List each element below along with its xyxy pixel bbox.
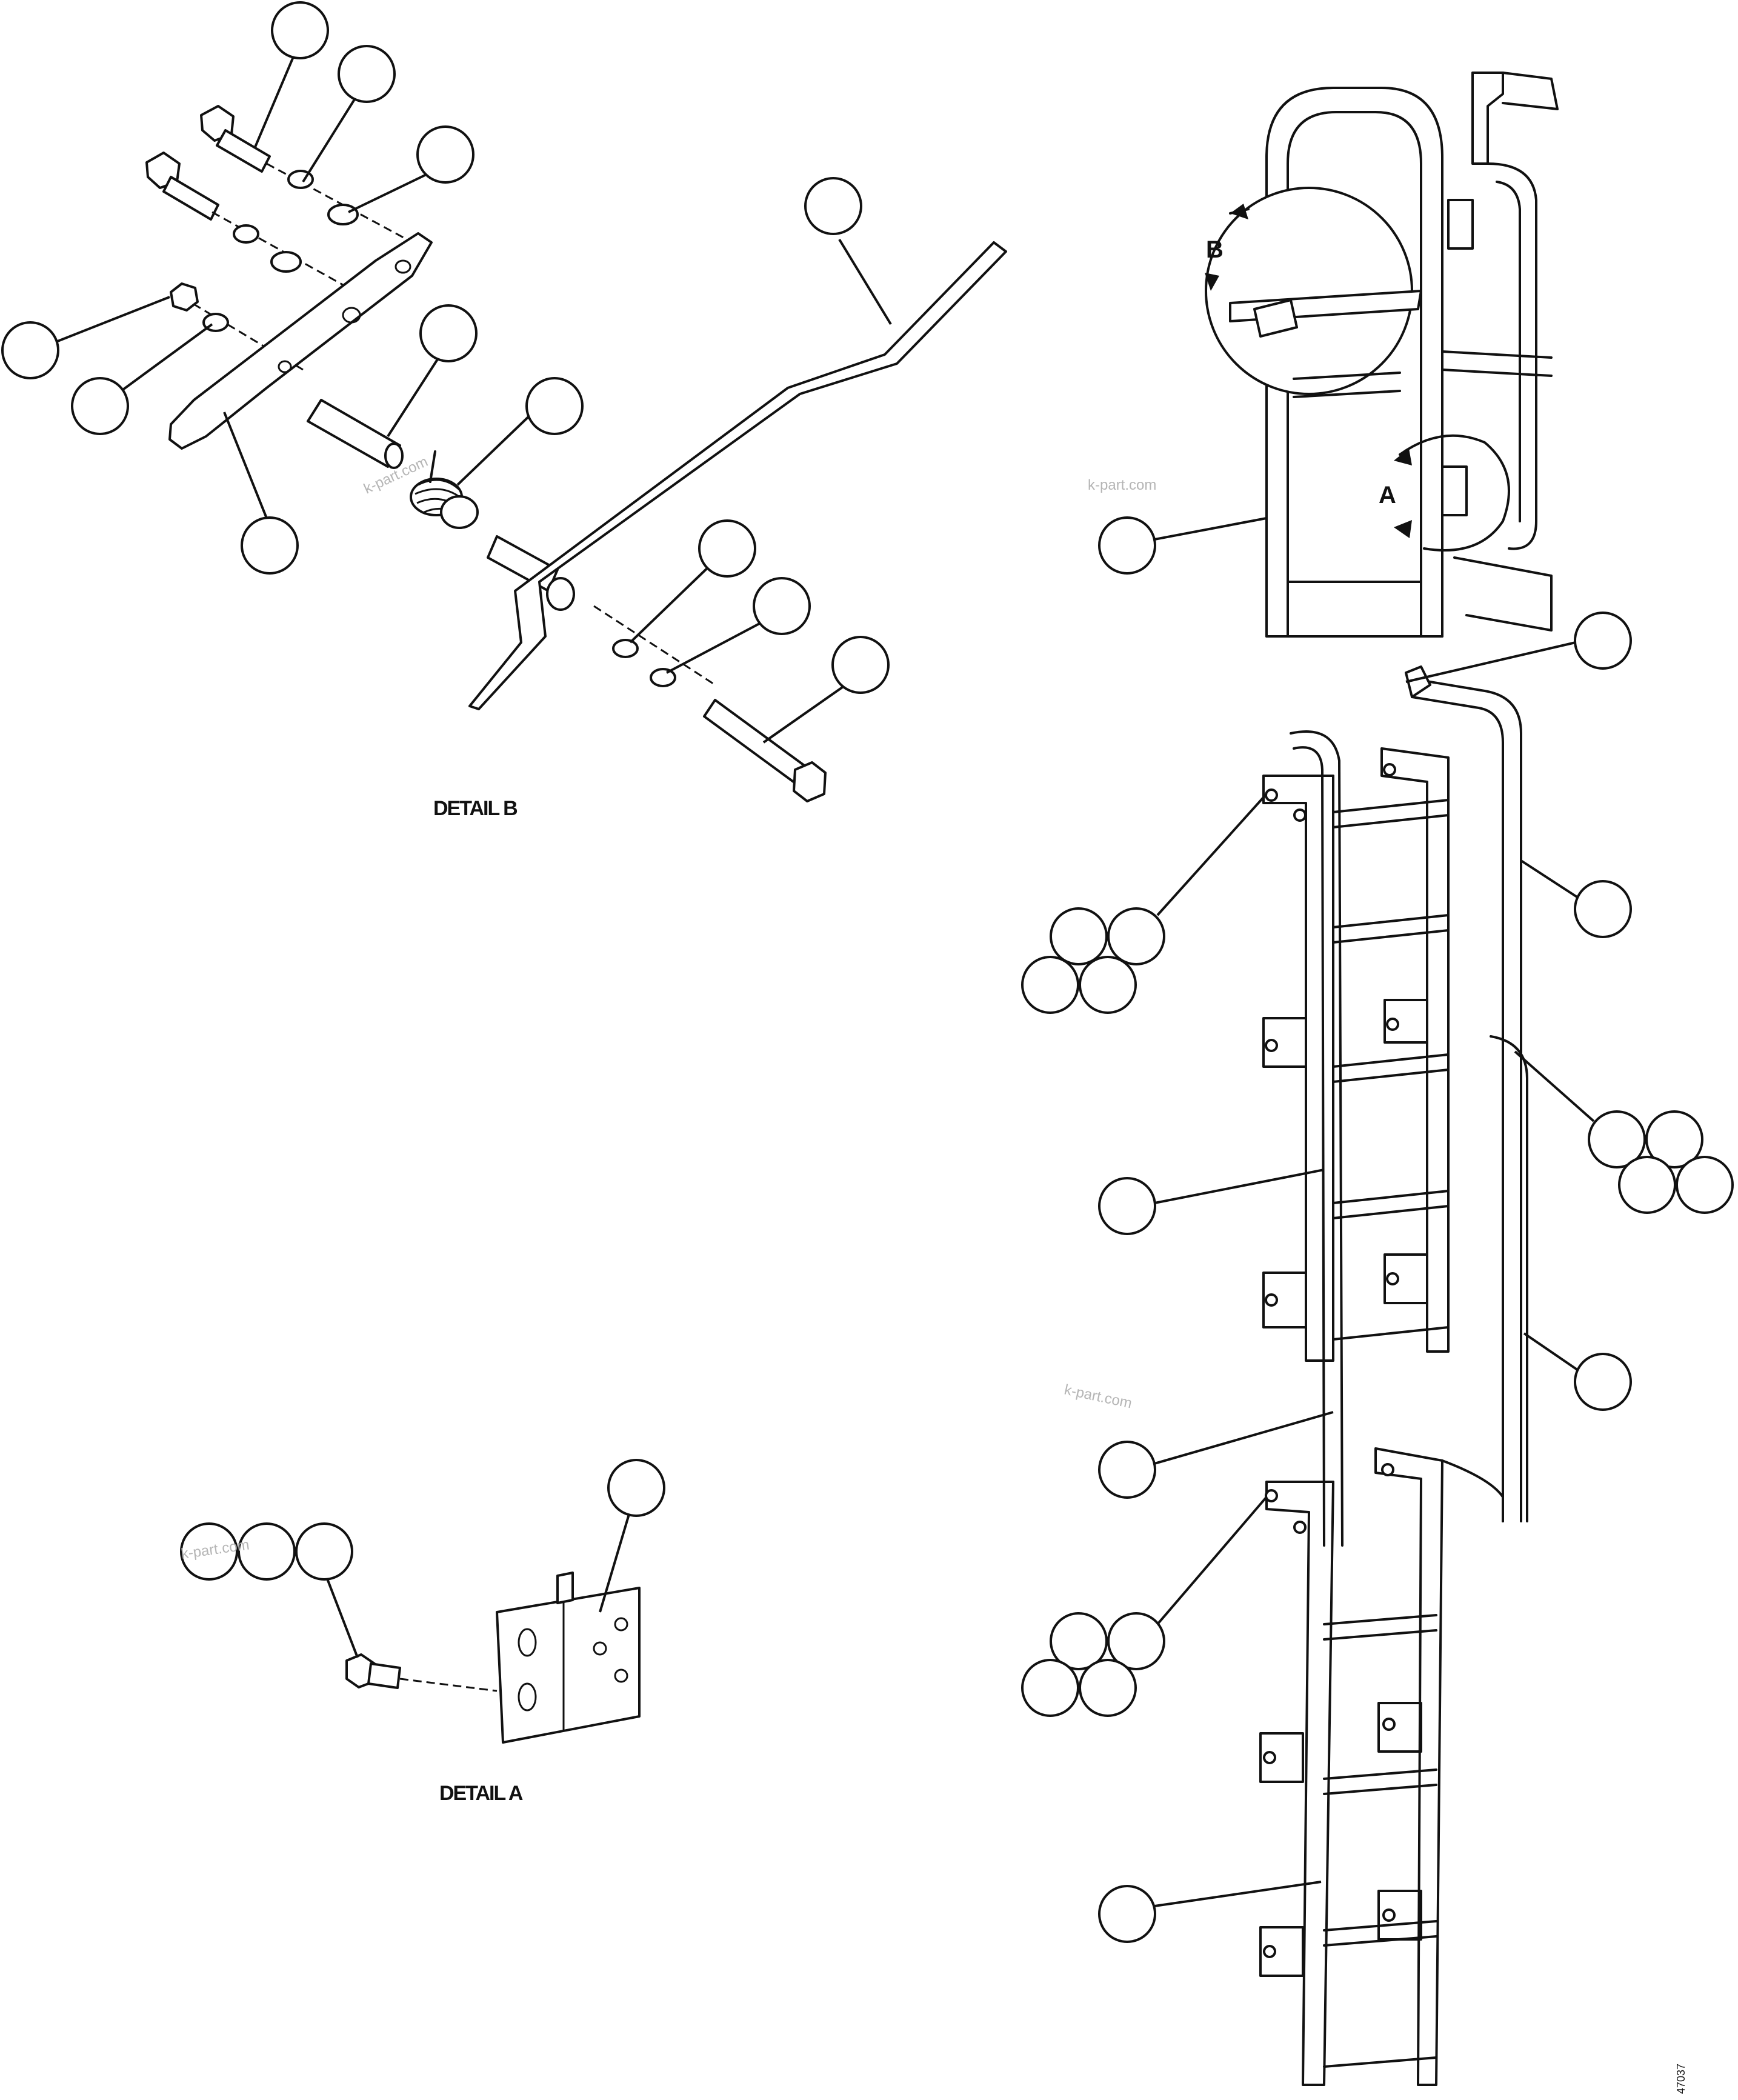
- view-a-letter: A: [1379, 482, 1396, 508]
- nut: [170, 282, 199, 312]
- detail-b-label: DETAIL B: [433, 797, 518, 820]
- hinge: [496, 1587, 641, 1744]
- detail-a-label: DETAIL A: [439, 1782, 523, 1805]
- watermark: k-part.com: [1088, 477, 1156, 493]
- spacer-pin: [307, 399, 401, 468]
- bolt-short: [200, 105, 271, 173]
- ladder-view: [1021, 612, 1734, 2086]
- watermark: k-part.com: [1063, 1381, 1133, 1412]
- view-b-letter: B: [1206, 236, 1224, 263]
- detail-a-drawing: DETAIL A: [180, 1459, 665, 1805]
- bolt-long: [145, 152, 219, 221]
- washer: [270, 251, 302, 273]
- detail-b-drawing: DETAIL B: [1, 1, 1007, 820]
- gate-view: B A: [1098, 72, 1559, 638]
- latch-handle: [468, 241, 1007, 710]
- washer: [327, 204, 359, 225]
- torsion-spring: [410, 450, 479, 529]
- latch-plate: [168, 232, 433, 450]
- drawing-number: 47037: [1675, 2064, 1687, 2094]
- washer: [233, 224, 259, 244]
- detail-b-callout-circle: [1205, 187, 1413, 395]
- hinge-bolt: [345, 1653, 401, 1689]
